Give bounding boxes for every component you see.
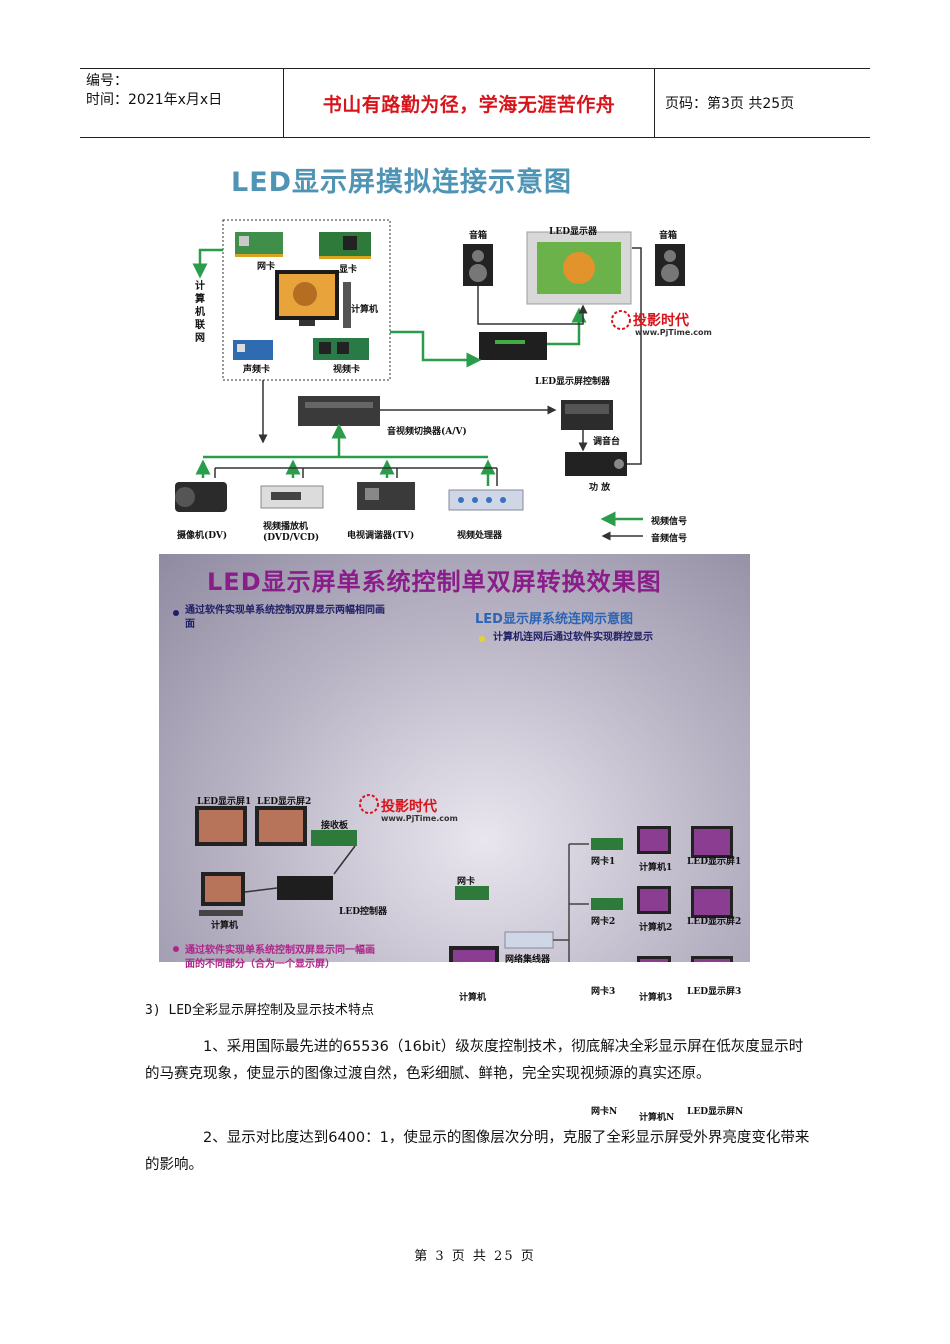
label-tuner: 电视调谐器(TV) (347, 531, 415, 541)
brand-url: www.PjTime.com (635, 328, 712, 337)
figure2-subtitle: LED显示屏系统连网示意图 (475, 612, 633, 627)
camcorder-icon (175, 482, 227, 512)
legend-audio: 音频信号 (651, 534, 688, 544)
section-heading: 3) LED全彩显示屏控制及显示技术特点 (145, 1003, 374, 1018)
p2-label-pc2: 计算机2 (639, 923, 673, 933)
bullet1-text: 通过软件实现单系统控制双屏显示两幅相同画面 (185, 605, 385, 630)
main-computer-icon (449, 946, 499, 962)
p2-label-led3: LED显示屏3 (687, 987, 742, 997)
network-row-2 (591, 886, 733, 918)
sound-card-icon (233, 340, 273, 360)
p2-label-hub: 网络集线器 (505, 955, 551, 965)
p2-label-nic3: 网卡3 (591, 987, 616, 997)
time-label: 时间：2021年x月x日 (86, 92, 223, 108)
header-left-cell: 编号： 时间：2021年x月x日 (80, 69, 283, 137)
label-capture-card: 视频卡 (333, 365, 361, 375)
label-amplifier: 功 放 (589, 483, 611, 493)
p2-label-nicN: 网卡N (591, 1107, 618, 1117)
paragraph-2: 2、显示对比度达到6400：1，使显示的图像层次分明，克服了全彩显示屏受外界亮度… (145, 1130, 810, 1173)
label-sound-card: 声频卡 (243, 365, 271, 375)
speaker-left-icon (463, 244, 493, 286)
label-led-display: LED显示器 (549, 227, 597, 237)
page-header: 编号： 时间：2021年x月x日 书山有路勤为径，学海无涯苦作舟 页码：第3页 … (80, 68, 870, 138)
label-speaker-right: 音箱 (659, 231, 678, 241)
p2-label-pc3: 计算机3 (639, 993, 673, 1003)
p2-label-pcN: 计算机N (639, 1113, 675, 1123)
brand-logo-icon (611, 310, 631, 330)
header-page-info: 页码：第3页 共25页 (665, 96, 795, 112)
label-network-card: 网卡 (257, 262, 276, 272)
p2-label-network-card: 网卡 (457, 877, 476, 887)
p2-label-computer: 计算机 (211, 921, 239, 931)
label-processor: 视频处理器 (457, 531, 503, 541)
header-motto: 书山有路勤为径，学海无涯苦作舟 (283, 69, 655, 137)
connection-diagram-graphics (175, 219, 685, 541)
connection-diagram-panel: LED显示屏摸拟连接示意图 (143, 152, 750, 554)
computer1-icon (199, 872, 245, 916)
led-screen2-icon (255, 806, 307, 846)
brand-logo2-icon (359, 794, 379, 814)
p2-label-main-computer: 计算机 (459, 993, 487, 1003)
led-display-screen-icon (526, 231, 632, 305)
bullet2-text: 通过软件实现单系统控制双屏显示同一幅画面的不同部分（合为一个显示屏） (185, 945, 375, 970)
network-row-1 (591, 826, 733, 858)
p2-label-screen2: LED显示屏2 (257, 797, 312, 807)
label-camcorder: 摄像机(DV) (177, 531, 228, 541)
label-player: 视频播放机(DVD/VCD) (263, 522, 320, 543)
av-switcher-icon (298, 396, 380, 426)
tv-tuner-icon (357, 482, 415, 510)
dual-screen-graphics (195, 794, 733, 962)
receiver-board-icon (311, 830, 357, 846)
p2-brand-url: www.PjTime.com (381, 814, 458, 823)
brand-name: 投影时代 (633, 313, 689, 329)
label-video-card: 显卡 (339, 265, 358, 275)
p2-label-pc1: 计算机1 (639, 863, 673, 873)
p2-label-controller: LED控制器 (339, 907, 387, 917)
label-speaker-left: 音箱 (469, 231, 488, 241)
p2-label-receiver: 接收板 (321, 821, 349, 831)
led-diagram-figure: LED显示屏摸拟连接示意图 (143, 152, 750, 1123)
label-av-switcher: 音视频切换器(A/V) (387, 427, 467, 437)
bullet1-dot (173, 610, 179, 616)
legend-video: 视频信号 (651, 517, 688, 527)
bullet2-dot (173, 946, 179, 952)
video-capture-card-icon (313, 338, 369, 360)
p2-label-nic2: 网卡2 (591, 917, 616, 927)
bullet3-dot (479, 636, 485, 642)
label-mixer: 调音台 (593, 437, 621, 447)
label-led-controller: LED显示屏控制器 (535, 377, 610, 387)
label-network-vertical: 计算机联网 (195, 281, 205, 344)
amplifier-icon (565, 452, 627, 476)
video-processor-icon (448, 489, 524, 511)
led-controller-icon (479, 332, 547, 360)
network-row-3 (637, 956, 733, 962)
p2-label-screen1: LED显示屏1 (197, 797, 252, 807)
video-card-icon (319, 232, 371, 259)
paragraph-1: 1、采用国际最先进的65536（16bit）级灰度控制技术，彻底解决全彩显示屏在… (145, 1039, 804, 1082)
p2-label-led2: LED显示屏2 (687, 917, 742, 927)
page-footer: 第 3 页 共 25 页 (414, 1249, 536, 1264)
dual-screen-panel: LED显示屏单系统控制单双屏转换效果图 LED显示屏系统连网示意图 通过软件实现… (159, 554, 750, 1123)
network-hub-icon (504, 931, 554, 949)
network-card-icon (235, 232, 283, 257)
computer-monitor-icon (275, 270, 351, 328)
bullet3-text: 计算机连网后通过软件实现群控显示 (493, 632, 653, 643)
speaker-right-icon (655, 244, 685, 286)
led-screen1-icon (195, 806, 247, 846)
figure2-title: LED显示屏单系统控制单双屏转换效果图 (207, 568, 662, 596)
mixer-icon (561, 400, 613, 430)
p2-brand-name: 投影时代 (381, 799, 437, 815)
dvd-player-icon (260, 485, 324, 509)
figure1-title: LED显示屏摸拟连接示意图 (231, 167, 573, 198)
led-controller1-icon (277, 876, 333, 900)
number-label: 编号： (86, 73, 128, 89)
p2-label-ledN: LED显示屏N (687, 1107, 744, 1117)
p2-label-led1: LED显示屏1 (687, 857, 742, 867)
network-card-main-icon (455, 886, 489, 900)
p2-label-nic1: 网卡1 (591, 857, 616, 867)
label-computer: 计算机 (351, 305, 379, 315)
